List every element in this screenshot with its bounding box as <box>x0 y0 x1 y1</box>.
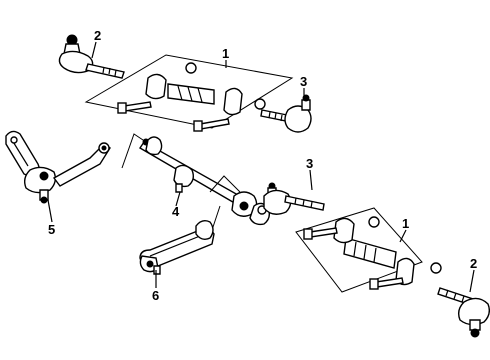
middle-right-outer-tie-rod <box>263 182 325 215</box>
callout-2-top: 2 <box>94 28 101 43</box>
callout-2-bottom: 2 <box>470 256 477 271</box>
callout-leaders <box>47 41 475 293</box>
bottom-right-tie-rod-end <box>437 287 490 338</box>
callout-3-top: 3 <box>300 74 307 89</box>
pitman-arm <box>5 130 111 204</box>
top-left-tie-rod-end <box>58 34 125 79</box>
callout-4: 4 <box>172 204 180 219</box>
center-link <box>121 133 271 231</box>
callout-3-middle: 3 <box>306 156 313 171</box>
idler-arm <box>139 219 215 275</box>
callout-1-top: 1 <box>222 46 229 61</box>
callout-1-bottom: 1 <box>402 216 409 231</box>
top-right-outer-tie-rod <box>260 94 312 133</box>
callout-6: 6 <box>152 288 159 303</box>
callout-5: 5 <box>48 222 55 237</box>
bottom-adjuster-panel <box>295 207 442 293</box>
top-adjuster-panel <box>84 54 294 132</box>
